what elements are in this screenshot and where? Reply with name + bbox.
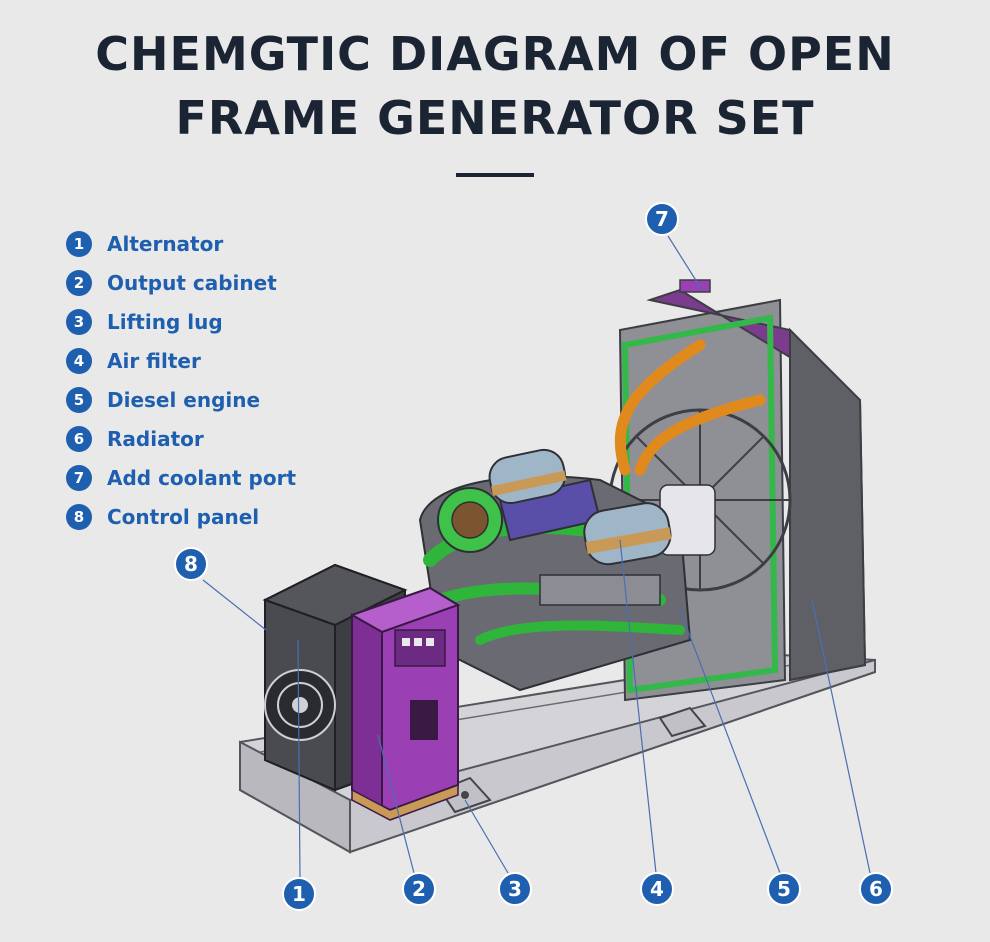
legend-number-badge: 6 — [66, 425, 92, 452]
legend-item-diesel-engine: 5 Diesel engine — [66, 380, 296, 419]
callout-air-filter: 4 — [640, 872, 674, 906]
coolant-pipes — [614, 339, 766, 476]
legend-label: Output cabinet — [107, 270, 277, 295]
legend-label: Add coolant port — [107, 465, 297, 490]
callout-control-panel: 8 — [174, 547, 208, 581]
legend-number-badge: 7 — [66, 464, 92, 491]
legend-number-badge: 5 — [66, 386, 92, 413]
legend-number-badge: 8 — [66, 503, 92, 530]
legend-number-badge: 4 — [66, 347, 92, 374]
callout-radiator: 6 — [859, 872, 893, 906]
legend-item-alternator: 1 Alternator — [66, 224, 296, 263]
legend-item-air-filter: 4 Air filter — [66, 341, 296, 380]
legend-label: Alternator — [107, 231, 224, 256]
legend-item-lifting-lug: 3 Lifting lug — [66, 302, 296, 341]
title-line-1: CHEMGTIC DIAGRAM OF OPEN — [95, 27, 895, 81]
title-underline — [456, 173, 534, 177]
leader-lines — [202, 235, 871, 879]
legend-label: Diesel engine — [107, 387, 261, 412]
legend-label: Lifting lug — [107, 309, 223, 334]
legend-item-control-panel: 8 Control panel — [66, 497, 296, 536]
callout-output-cabinet: 2 — [402, 872, 436, 906]
legend-number-badge: 2 — [66, 269, 92, 296]
legend-item-add-coolant-port: 7 Add coolant port — [66, 458, 296, 497]
callout-diesel-engine: 5 — [767, 872, 801, 906]
legend-label: Air filter — [107, 348, 201, 373]
legend-number-badge: 3 — [66, 308, 92, 335]
air-filters — [488, 448, 672, 566]
callout-lifting-lug: 3 — [498, 872, 532, 906]
callout-alternator: 1 — [282, 877, 316, 911]
legend-item-output-cabinet: 2 Output cabinet — [66, 263, 296, 302]
legend-item-radiator: 6 Radiator — [66, 419, 296, 458]
legend-number-badge: 1 — [66, 230, 92, 257]
page-title: CHEMGTIC DIAGRAM OF OPEN FRAME GENERATOR… — [0, 22, 990, 150]
title-line-2: FRAME GENERATOR SET — [175, 91, 815, 145]
legend-label: Control panel — [107, 504, 260, 529]
legend: 1 Alternator 2 Output cabinet 3 Lifting … — [66, 224, 296, 536]
legend-label: Radiator — [107, 426, 204, 451]
callout-add-coolant-port: 7 — [645, 202, 679, 236]
output-cabinet — [349, 586, 461, 821]
